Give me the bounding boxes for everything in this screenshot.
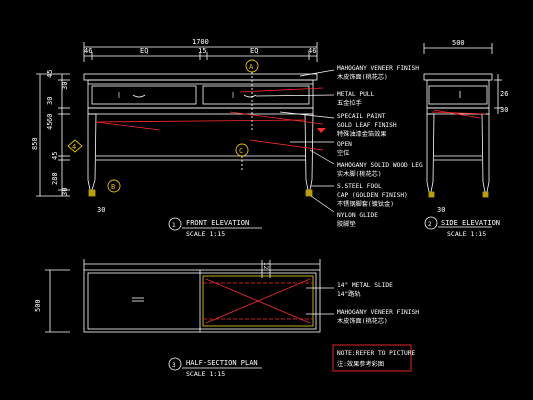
dim-eq-right: EQ [250, 47, 258, 55]
dim-850: 850 [31, 137, 39, 150]
note-open-en: OPEN [337, 141, 352, 148]
pull-left [132, 94, 146, 98]
dim-45c: 45 [51, 152, 59, 160]
side-top [423, 73, 493, 81]
dim-45b: 45 [46, 122, 54, 130]
note-paint-cn: 特殊油漆金箔效果 [337, 130, 387, 138]
dim-30c: 30 [61, 188, 69, 196]
red-arrow-marker [317, 128, 326, 133]
drawer-left [91, 85, 197, 105]
leg-right [304, 113, 314, 191]
section-marker-b [107, 179, 121, 193]
dim-overall: 1700 [192, 38, 209, 46]
plan-outline [83, 269, 321, 333]
text-layer: 1700 46 EQ 15 EQ 46 45 30 60 30 45 850 2… [31, 38, 508, 378]
half-section-plan [45, 259, 321, 333]
drawer-plan-box [202, 275, 314, 327]
plan-scale: SCALE 1:15 [186, 370, 225, 378]
front-title-circle [168, 217, 182, 231]
note-refer-cn: 注:效果参考彩图 [337, 360, 384, 368]
dim-eq-left: EQ [140, 47, 148, 55]
note-veneer-cn: 木皮饰面(桃花芯) [337, 73, 388, 81]
marker-a-label: A [249, 63, 254, 71]
front-elevation [36, 42, 318, 197]
plan-title: HALF-SECTION PLAN [186, 359, 258, 367]
side-dim-width: 500 [452, 39, 465, 47]
note-paint-en2: GOLD LEAF FINISH [337, 122, 397, 129]
red-lines-front [95, 87, 324, 151]
pull-right [243, 94, 257, 98]
note-refer-en: NOTE:REFER TO PICTURE [337, 350, 416, 357]
note-leg-en: MAHOGANY SOLID WOOD LEG [337, 162, 423, 169]
leg-left [87, 113, 97, 191]
callouts [67, 59, 259, 193]
note-open-cn: 空位 [337, 149, 349, 157]
red-lines-side [431, 109, 487, 119]
note-pull-en: METAL PULL [337, 91, 375, 98]
note-glide-en: NYLON GLIDE [337, 212, 378, 219]
table-top [83, 73, 318, 81]
note-veneer-en: MAHOGANY VENEER FINISH [337, 65, 419, 72]
side-title-circle [424, 216, 438, 230]
dim-60: 60 [46, 114, 54, 122]
side-dim-bottom-30: 30 [437, 206, 445, 214]
dim-bottom-30: 30 [97, 206, 105, 214]
note-veneer2-en: MAHOGANY VENEER FINISH [337, 309, 419, 316]
callout-4-label: 4 [72, 143, 76, 151]
side-scale: SCALE 1:15 [447, 230, 486, 238]
plan-leaders [306, 287, 334, 315]
side-elevation [423, 43, 502, 198]
dim-45-top: 45 [46, 70, 54, 78]
plan-dim-depth: 500 [34, 299, 42, 312]
dim-30: 30 [61, 82, 69, 90]
side-number: 2 [428, 221, 432, 228]
note-fool-en1: S.STEEL FOOL [337, 183, 382, 190]
note-leg-cn: 实木脚(桃花芯) [337, 170, 382, 178]
note-box [332, 344, 412, 372]
plan-number: 3 [172, 362, 176, 369]
dim-280: 280 [51, 172, 59, 185]
note-veneer2-cn: 木皮饰面(桃花芯) [337, 317, 388, 325]
front-title: FRONT ELEVATION [186, 219, 249, 227]
side-dim-26: 26 [500, 90, 508, 98]
dim-right-edge: 46 [308, 47, 316, 55]
marker-b-label: B [111, 183, 115, 191]
side-title: SIDE ELEVATION [441, 219, 500, 227]
front-number: 1 [172, 222, 176, 229]
note-fool-cn: 不锈钢脚套(镀钛金) [337, 200, 394, 208]
dim-center: 15 [198, 47, 206, 55]
marker-c-label: C [239, 147, 243, 155]
front-scale: SCALE 1:15 [186, 230, 225, 238]
note-pull-cn: 五金拉手 [337, 99, 362, 107]
note-slide-cn: 14"路轨 [337, 290, 361, 298]
plan-title-circle [168, 357, 182, 371]
leader-lines [255, 69, 335, 213]
note-paint-en1: SPECAIL PAINT [337, 113, 386, 120]
callout-4-diamond [67, 139, 83, 153]
note-fool-en2: CAP (GOLDEN FINISH) [337, 192, 408, 199]
red-cross-plan [203, 278, 313, 324]
dim-30b: 30 [46, 97, 54, 105]
side-dim-30: 30 [500, 106, 508, 114]
dim-left-edge: 46 [84, 47, 92, 55]
note-slide-en: 14" METAL SLIDE [337, 282, 393, 289]
plan-dim-12: 12 [262, 262, 269, 270]
note-glide-cn: 胶脚垫 [337, 220, 356, 228]
